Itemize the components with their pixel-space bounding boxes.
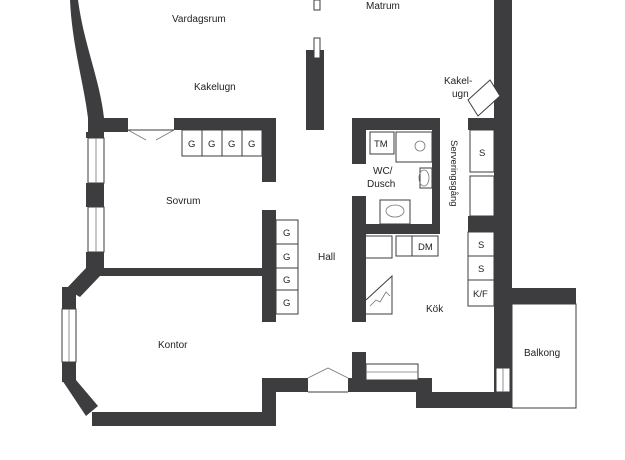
cabinet-kf: K/F [473, 289, 488, 300]
tm-box [369, 131, 395, 155]
wall-left-low [86, 252, 104, 276]
wall-bath-top [352, 118, 440, 130]
wall-central-pillar [306, 50, 324, 130]
bay-wall-left-top [62, 287, 76, 309]
wall-sovrum-kontor [100, 268, 276, 276]
wall-serv-mid [468, 216, 496, 232]
bathroom-fixtures [369, 131, 433, 225]
wall-bath-bottom [352, 224, 440, 234]
window-sovrum [87, 206, 105, 253]
double-door-sovrum [127, 129, 175, 141]
wall-sovrum-right [262, 118, 276, 182]
cabinet-row-bedroom [181, 129, 263, 157]
balcony-top-wall [494, 288, 576, 304]
toilet-tank [419, 167, 433, 189]
wall-bath-left [352, 118, 366, 164]
wall-bottom [92, 412, 274, 426]
wall-bottom-hall-stub [262, 378, 276, 426]
label-kakelugn-2b: ugn [452, 89, 469, 100]
wall-bath-left-low [352, 196, 366, 322]
balcony [511, 303, 577, 409]
cabinet-g-4: G [248, 139, 255, 150]
sink-basin [385, 204, 405, 218]
curved-wall [70, 0, 104, 132]
serveringsgang-cabinets [467, 129, 495, 307]
cabinet-g-7: G [283, 275, 290, 286]
wall-bath-right [432, 118, 440, 230]
cabinet-g-5: G [283, 228, 290, 239]
wall-left-mid [86, 183, 104, 207]
fixture-tm: TM [374, 139, 388, 150]
wall-right [494, 0, 512, 290]
room-vardagsrum: Vardagsrum [172, 14, 226, 25]
cabinet-g-1: G [188, 139, 195, 150]
dm-box [395, 235, 413, 257]
walls [62, 0, 576, 426]
doors [127, 129, 349, 393]
room-balkong: Balkong [524, 348, 560, 359]
room-sovrum: Sovrum [166, 196, 200, 207]
kitchen-fixtures [365, 235, 439, 315]
wall-sovrum-top-left [104, 118, 128, 132]
cabinet-column-hall [275, 219, 299, 315]
room-wc-1: WC/ [373, 166, 393, 177]
cabinet-s-3: S [478, 264, 484, 275]
cabinet-g-6: G [283, 252, 290, 263]
windows [61, 0, 511, 393]
window-living [87, 137, 105, 184]
cabinet-s-1: S [479, 148, 485, 159]
shower [395, 131, 433, 163]
dm-label-box [411, 235, 439, 257]
fixture-dm: DM [418, 242, 433, 253]
toilet-bowl [418, 169, 430, 187]
entrance-door [307, 367, 349, 393]
cabinet-g-8: G [283, 298, 290, 309]
wall-serv-top [468, 118, 496, 130]
labels: Vardagsrum Matrum Kakelugn Kakel- ugn So… [158, 1, 560, 359]
room-hall: Hall [318, 252, 335, 263]
wall-left-upper [86, 132, 104, 138]
room-wc-2: Dusch [367, 179, 395, 190]
room-kok: Kök [426, 304, 444, 315]
window-kitchen [365, 363, 419, 381]
wall-sovrum-hall [262, 210, 276, 322]
stairs-icon [369, 291, 391, 307]
shower-drain [414, 140, 426, 152]
balcony-door [495, 367, 511, 393]
wall-kitchen-left [352, 352, 366, 392]
kitchen-counter [365, 235, 393, 315]
window-kontor-bay [61, 308, 77, 363]
cabinet-g-3: G [228, 139, 235, 150]
wall-right-stub [494, 0, 502, 12]
room-kontor: Kontor [158, 340, 188, 351]
label-kakelugn: Kakelugn [194, 82, 236, 93]
wall-bottom-kitchen2 [416, 392, 512, 408]
room-matrum: Matrum [366, 1, 400, 12]
label-kakelugn-2a: Kakel- [444, 76, 472, 87]
bay-wall-left-bottom [62, 362, 76, 382]
room-serveringsgang: Serveringsgång [448, 140, 459, 207]
cabinet-g-2: G [208, 139, 215, 150]
sink-box [379, 199, 411, 225]
kakelugn-matrum [467, 79, 501, 117]
wall-sovrum-top-right [174, 118, 276, 130]
bay-wall-bottom [62, 380, 98, 416]
window-top-center [313, 0, 321, 59]
cabinet-s-2: S [478, 240, 484, 251]
